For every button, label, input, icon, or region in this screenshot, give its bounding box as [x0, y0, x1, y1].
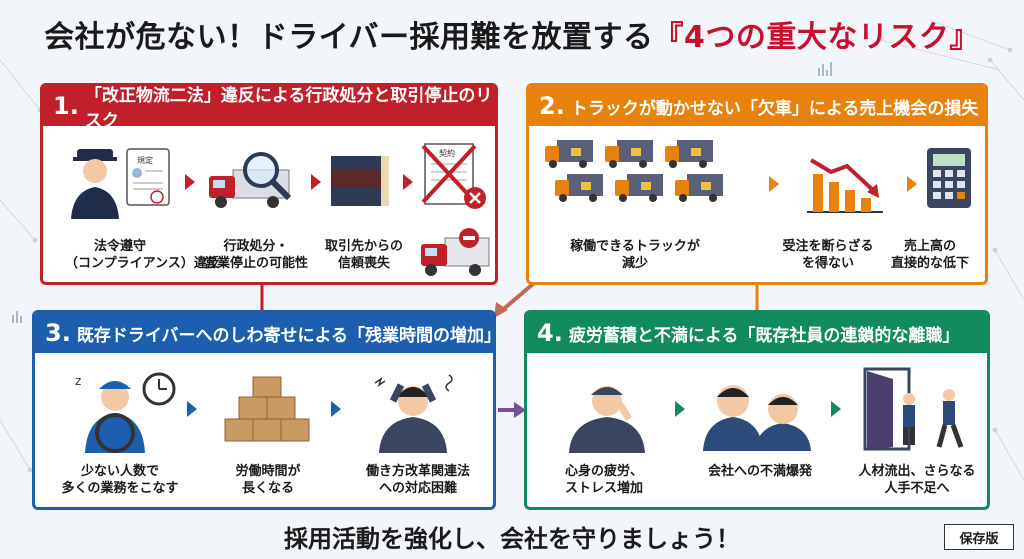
arrow-icon: [907, 176, 917, 192]
books-icon: [331, 156, 389, 206]
panel-1-caption-3: 取引先からの信頼喪失: [324, 239, 403, 271]
save-badge: 保存版: [944, 524, 1014, 550]
stacked-boxes-icon: [224, 376, 310, 442]
panel-4-number: 4.: [537, 319, 563, 347]
panel-3-caption-2: 労働時間が長くなる: [235, 464, 301, 496]
locked-trucks-icon: [545, 140, 723, 202]
panel-4-header: 4. 疲労蓄積と不満による「既存社員の連鎖的な離職」: [527, 313, 987, 353]
panel-2-caption-1: 稼働できるトラックが減少: [570, 239, 700, 271]
risk-panel-3: 3. 既存ドライバーへのしわ寄せによる「残業時間の増加」 z 少ない人数で多くの…: [32, 310, 496, 510]
panel-4-heading: 疲労蓄積と不満による「既存社員の連鎖的な離職」: [568, 325, 960, 346]
connector-3-4-head: [514, 402, 526, 418]
cancelled-contract-icon: 契約: [421, 143, 486, 209]
arrow-icon: [187, 401, 197, 417]
connector-2-3-head: [494, 302, 508, 318]
officer-icon: 規定: [71, 148, 170, 219]
arrow-icon: [403, 174, 413, 190]
panel-1-header: 1. 「改正物流二法」違反による行政処分と取引停止のリスク: [43, 86, 495, 131]
svg-text:z: z: [75, 374, 81, 388]
panel-1-heading: 「改正物流二法」違反による行政処分と取引停止のリスク: [84, 86, 493, 131]
panel-1-number: 1.: [53, 92, 79, 120]
panel-4-caption-2: 会社への不満爆発: [707, 464, 812, 479]
panel-2-caption-2: 受注を断らざるを得ない: [782, 239, 874, 271]
panel-2-caption-3: 売上高の直接的な低下: [890, 239, 969, 271]
fatigued-worker-icon: [569, 386, 645, 453]
arrow-icon: [769, 176, 779, 192]
arrow-icon: [831, 401, 841, 417]
leaving-employees-icon: [863, 367, 964, 451]
panel-2-heading: トラックが動かせない「欠車」による売上機会の損失: [570, 98, 979, 119]
title-text: 会社が危ない！ドライバー採用難を放置する: [44, 20, 654, 55]
panel-3-header: 3. 既存ドライバーへのしわ寄せによる「残業時間の増加」: [35, 313, 493, 353]
risk-panel-4: 4. 疲労蓄積と不満による「既存社員の連鎖的な離職」 心身の疲労、ストレス増加 …: [524, 310, 990, 510]
panel-3-number: 3.: [45, 319, 71, 347]
footer-message: 採用活動を強化し、会社を守りましょう！: [284, 525, 740, 553]
panel-3-caption-3: 働き方改革関連法への対応困難: [365, 464, 470, 496]
angry-employees-icon: [703, 385, 811, 451]
tired-driver-icon: z: [75, 372, 176, 453]
panel-4-caption-1: 心身の疲労、ストレス増加: [564, 464, 643, 496]
panel-1-caption-1: 法令遵守（コンプライアンス）違反: [65, 239, 220, 271]
panel-1-caption-2: 行政処分・営業停止の可能性: [203, 239, 308, 271]
panel-2-number: 2.: [539, 92, 565, 120]
arrow-icon: [675, 401, 685, 417]
title-highlight: 『4つの重大なリスク』: [653, 20, 980, 55]
panel-2-header: 2. トラックが動かせない「欠車」による売上機会の損失: [529, 86, 985, 126]
panel-3-caption-1: 少ない人数で多くの業務をこなす: [61, 464, 179, 496]
risk-panel-2: 2. トラックが動かせない「欠車」による売上機会の損失 稼働できるトラックが減少…: [526, 83, 988, 285]
arrow-icon: [311, 174, 321, 190]
stopped-truck-icon: [421, 228, 490, 276]
truck-inspection-icon: [209, 152, 292, 208]
stressed-worker-icon: [374, 374, 453, 453]
declining-chart-icon: [807, 158, 883, 213]
regulation-icon-text: 規定: [137, 155, 153, 165]
panel-3-heading: 既存ドライバーへのしわ寄せによる「残業時間の増加」: [76, 325, 496, 346]
contract-icon-text: 契約: [439, 148, 455, 158]
risk-panel-1: 1. 「改正物流二法」違反による行政処分と取引停止のリスク 規定 契約: [40, 83, 498, 285]
arrow-icon: [185, 174, 195, 190]
arrow-icon: [331, 401, 341, 417]
calculator-icon: [927, 148, 971, 208]
panel-4-caption-3: 人材流出、さらなる人手不足へ: [858, 464, 976, 496]
page-title: 会社が危ない！ドライバー採用難を放置する『4つの重大なリスク』: [0, 12, 1024, 56]
